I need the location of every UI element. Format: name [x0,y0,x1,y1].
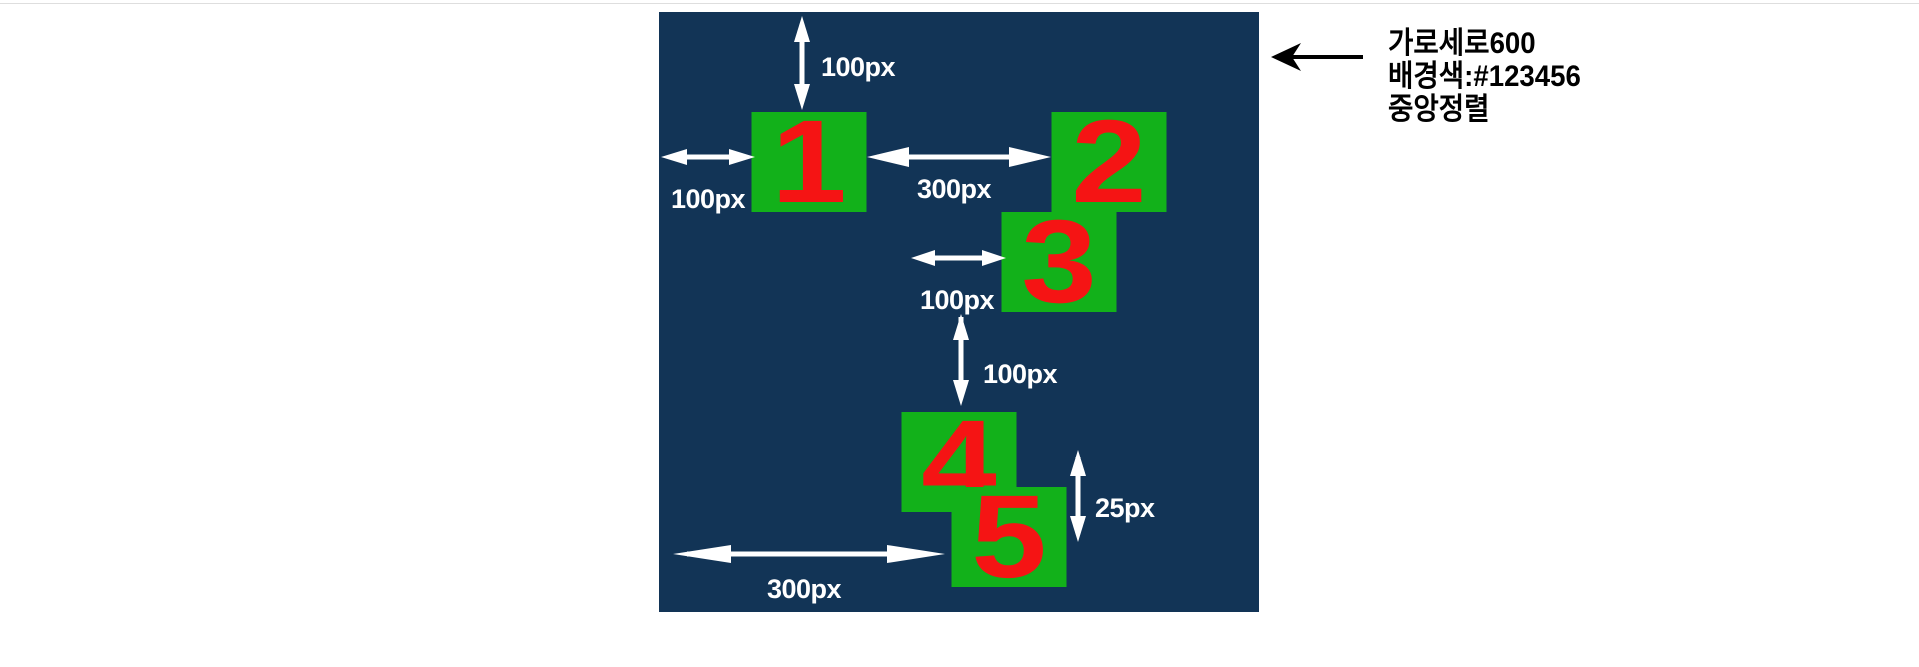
box-3: 3 [1001,212,1117,312]
dimension-gap-box3-box4: 100px [953,314,1058,406]
dimension-label: 100px [920,285,995,315]
dimension-label: 25px [1095,493,1155,523]
blue-canvas: 1 2 3 4 5 100px 100px 300px [659,12,1259,612]
dimension-offset-box3: 100px [911,250,1006,315]
dimension-label: 300px [917,174,992,204]
top-divider [0,3,1919,4]
dimension-annotations: 100px 100px 300px 100px 100px [661,16,1156,604]
pointer-arrow-icon [1271,43,1363,71]
box-5: 5 [951,487,1067,587]
note-line-size: 가로세로600 [1388,27,1536,60]
box-2: 2 [1051,112,1167,212]
dimension-label: 100px [671,184,746,214]
box-2-label: 2 [1071,112,1147,212]
note-line-background: 배경색:#123456 [1388,60,1581,93]
box-5-label: 5 [971,487,1047,587]
layout-note: 가로세로600 배경색:#123456 중앙정렬 [1388,27,1581,126]
dimension-left-margin-box1: 100px [661,149,755,214]
note-line-alignment: 중앙정렬 [1388,93,1490,126]
dimension-top-margin-box1: 100px [794,16,896,110]
dimension-offset-box5: 25px [1070,450,1156,542]
dimension-label: 100px [983,359,1058,389]
box-1: 1 [751,112,867,212]
dimension-label: 300px [767,574,842,604]
dimension-bottom-300px: 300px [673,545,945,604]
box-3-label: 3 [1021,212,1097,312]
dimension-label: 100px [821,52,896,82]
dimension-gap-box1-box2: 300px [867,147,1051,204]
box-1-label: 1 [771,112,847,212]
